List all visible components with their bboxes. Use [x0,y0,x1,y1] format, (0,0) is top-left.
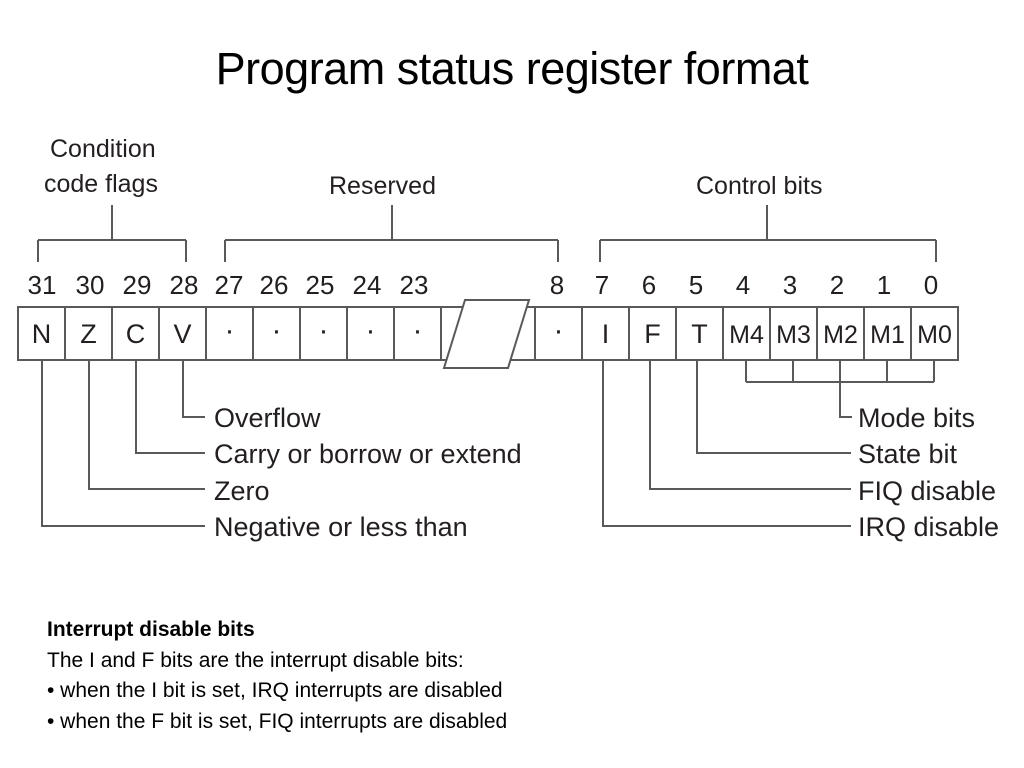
bit-number-6: 6 [642,270,656,300]
bracket-reserved [224,205,559,262]
group-label-control-bits: Control bits [696,172,822,200]
callout-label-state-bit: State bit [858,439,958,469]
register-cell-label-7: I [602,319,610,349]
register-cell-28[interactable] [158,306,207,361]
register-cell-0[interactable] [910,306,959,361]
callout-label-carry: Carry or borrow or extend [214,439,522,469]
bit-number-8: 8 [550,270,564,300]
register-cell-label-8: · [554,314,564,347]
register-cell-label-3: M3 [776,321,811,349]
register-cell-25[interactable] [299,306,348,361]
register-cell-label-24: · [366,314,376,347]
notes-heading: Interrupt disable bits [47,618,255,641]
callout-label-fiq-disable: FIQ disable [858,476,996,506]
bit-number-26: 26 [260,270,289,300]
register-cell-label-23: · [413,314,423,347]
register-cell-label-30: Z [80,319,97,349]
bit-number-7: 7 [595,270,609,300]
register-cell-label-25: · [319,314,329,347]
notes-bullet-1: • when the I bit is set, IRQ interrupts … [47,679,503,702]
callout-label-negative: Negative or less than [214,512,468,542]
callout-label-overflow: Overflow [214,403,321,433]
bit-number-27: 27 [215,270,244,300]
bracket-mode-bits [745,360,935,418]
group-label-reserved: Reserved [329,172,436,200]
register-cell-26[interactable] [252,306,301,361]
leader-irq-disable [602,360,851,527]
bit-number-3: 3 [783,270,797,300]
register-cell-29[interactable] [111,306,160,361]
leader-state-bit [696,360,851,454]
register-cell-label-31: N [32,319,52,349]
register-cells [17,306,959,361]
leader-zero [88,360,205,490]
notes-bullet-2: • when the F bit is set, FIQ interrupts … [47,709,508,733]
page-title: Program status register format [215,43,809,94]
register-cell-label-26: · [272,314,282,347]
notes-block: Interrupt disable bits The I and F bits … [47,615,747,737]
register-cell-label-29: C [126,319,146,349]
register-cell-label-6: F [644,319,661,349]
bit-number-25: 25 [306,270,335,300]
bracket-control-bits [599,205,937,262]
register-cell-label-28: V [173,319,191,349]
register-break-symbol [442,299,531,369]
bit-number-1: 1 [877,270,891,300]
register-cell-5[interactable] [675,306,724,361]
register-cell-7[interactable] [581,306,630,361]
bit-number-30: 30 [76,270,105,300]
register-cell-23[interactable] [393,306,442,361]
bit-number-31: 31 [28,270,57,300]
register-cell-label-27: · [225,314,235,347]
group-label-condition-line2: code flags [44,170,158,198]
bit-number-28: 28 [170,270,199,300]
callout-label-irq-disable: IRQ disable [858,512,999,542]
bit-number-2: 2 [830,270,844,300]
callout-label-zero: Zero [214,476,270,506]
callout-label-mode-bits: Mode bits [858,403,975,433]
register-cell-label-5: T [691,319,708,349]
leader-fiq-disable [649,360,851,490]
bit-number-5: 5 [689,270,703,300]
group-label-condition-line1: Condition [50,135,156,163]
register-cell-label-2: M2 [823,321,858,349]
bracket-condition-code-flags [37,205,187,262]
bit-number-0: 0 [924,270,938,300]
register-cell-label-4: M4 [729,321,764,349]
notes-intro: The I and F bits are the interrupt disab… [47,648,464,672]
leader-negative [41,360,205,527]
leader-carry [135,360,205,454]
bit-number-29: 29 [123,270,152,300]
bit-number-4: 4 [736,270,750,300]
register-cell-label-0: M0 [917,321,952,349]
register-cell-label-1: M1 [870,321,905,349]
leader-overflow [182,360,205,418]
register-cell-6[interactable] [628,306,677,361]
bit-number-23: 23 [400,270,429,300]
bit-number-24: 24 [353,270,382,300]
